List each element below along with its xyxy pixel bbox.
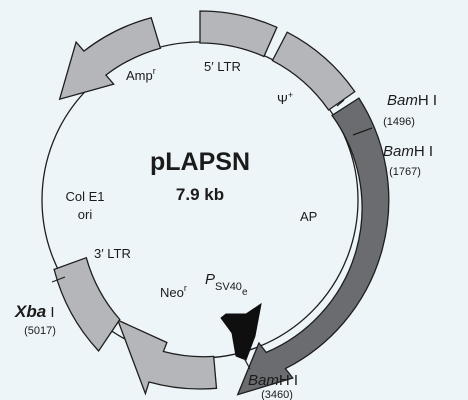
ltr3-box xyxy=(53,256,121,353)
bam3-label: BamH I xyxy=(248,372,298,389)
ltr5-box xyxy=(199,10,278,58)
ampr-arrow xyxy=(58,16,162,101)
bam2-position: (1767) xyxy=(389,166,421,178)
ori-label: ori xyxy=(78,207,93,222)
bam1-tick xyxy=(336,99,345,107)
xba-label: Xba I xyxy=(14,302,55,321)
bam1-label: BamH I xyxy=(387,92,437,109)
xba-tick xyxy=(51,276,66,283)
bam3-position: (3460) xyxy=(261,389,293,400)
psi-segment xyxy=(271,31,356,111)
plasmid-name: pLAPSN xyxy=(150,148,250,176)
ampr-label: Ampr xyxy=(126,66,156,83)
plasmid-size: 7.9 kb xyxy=(176,185,224,204)
bam2-label: BamH I xyxy=(383,143,433,160)
bam2-tick xyxy=(352,127,373,136)
neor-label: Neor xyxy=(160,283,187,300)
psv40-promoter xyxy=(220,302,262,361)
cole1-label: Col E1 xyxy=(65,189,104,204)
psv40-label: PSV40e xyxy=(205,271,248,298)
psi-label: Ψ+ xyxy=(277,90,293,107)
ap-gene-arrow xyxy=(236,97,390,396)
bam1-position: (1496) xyxy=(383,116,415,128)
neor-arrow xyxy=(116,318,218,396)
xba-position: (5017) xyxy=(24,325,56,337)
bam3-tick xyxy=(243,357,251,370)
ap-label: AP xyxy=(300,209,317,224)
ltr3-label: 3′ LTR xyxy=(94,246,131,261)
ltr5-label: 5′ LTR xyxy=(204,59,241,74)
